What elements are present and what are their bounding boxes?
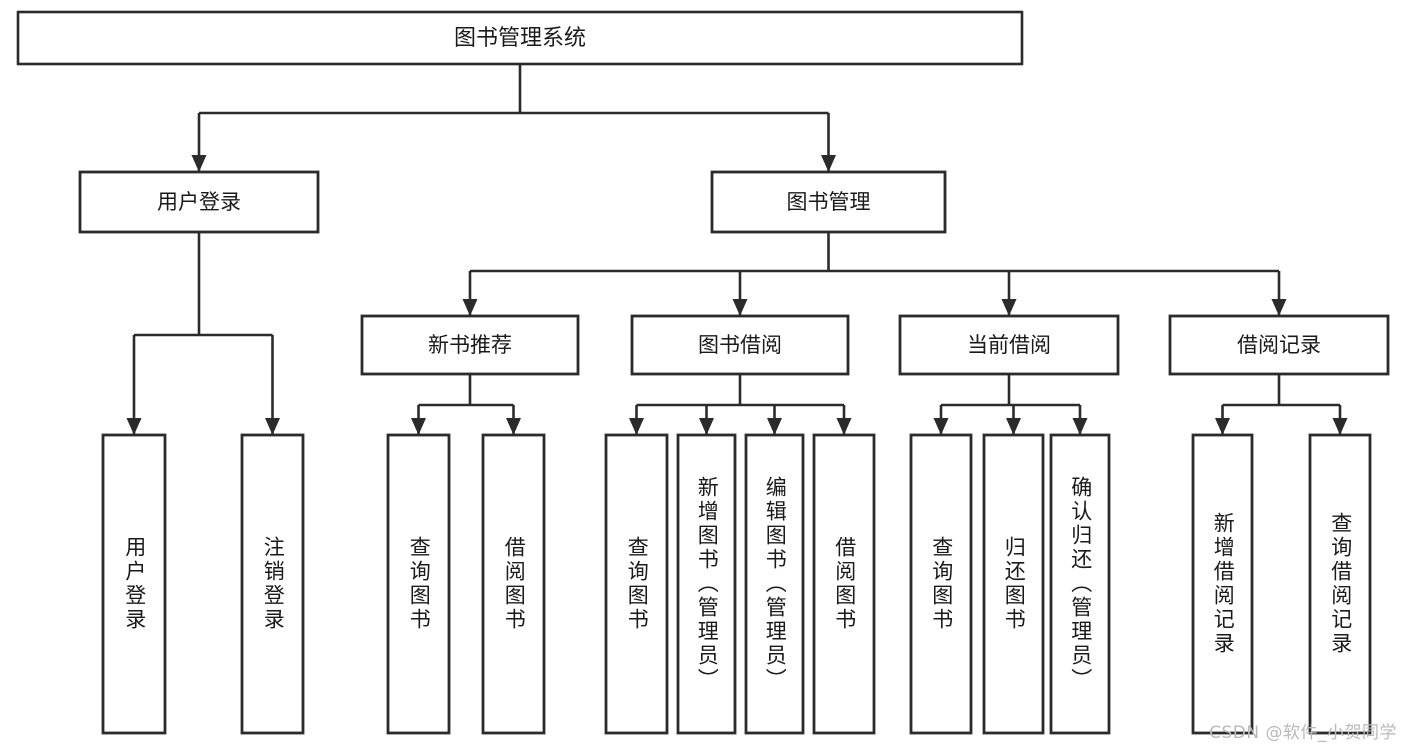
arrow-head-icon	[629, 418, 644, 435]
node-box-leaf-query-book-current[interactable]	[909, 433, 973, 735]
node-leaf-query-book-current[interactable]	[909, 433, 973, 735]
node-leaf-query-borrow-record[interactable]	[1308, 433, 1372, 735]
node-box-leaf-confirm-return-admin[interactable]	[1049, 433, 1111, 735]
node-box-leaf-query-borrow-record[interactable]	[1308, 433, 1372, 735]
node-box-new-book-recommend[interactable]	[360, 314, 580, 376]
node-label-book-manage: 图书管理	[787, 190, 871, 214]
node-book-manage[interactable]: 图书管理	[710, 170, 947, 234]
arrow-head-icon	[767, 418, 782, 435]
node-borrow-record[interactable]: 借阅记录	[1168, 314, 1390, 376]
arrow-head-icon	[1006, 418, 1021, 435]
arrow-head-icon	[1271, 299, 1287, 316]
node-box-leaf-edit-book-admin[interactable]	[744, 433, 805, 735]
node-leaf-return-book[interactable]	[982, 433, 1045, 735]
node-leaf-add-book-admin[interactable]	[676, 433, 737, 735]
arrow-head-icon	[191, 155, 207, 172]
node-leaf-user-login[interactable]	[101, 433, 167, 735]
node-leaf-confirm-return-admin[interactable]	[1049, 433, 1111, 735]
arrow-head-icon	[732, 299, 748, 316]
arrow-head-icon	[1072, 418, 1088, 435]
node-box-current-borrow[interactable]	[898, 314, 1120, 376]
node-label-new-book-recommend: 新书推荐	[428, 333, 512, 357]
node-box-user-login[interactable]	[78, 170, 320, 234]
node-box-root[interactable]	[16, 10, 1024, 66]
node-box-leaf-add-borrow-record[interactable]	[1191, 433, 1254, 735]
arrow-head-icon	[265, 418, 280, 435]
node-book-borrow[interactable]: 图书借阅	[630, 314, 850, 376]
watermark-text: CSDN @软件_小贺同学	[1209, 723, 1397, 743]
node-box-leaf-logout[interactable]	[240, 433, 305, 735]
node-leaf-add-borrow-record[interactable]	[1191, 433, 1254, 735]
node-leaf-borrow-book[interactable]	[812, 433, 876, 735]
arrow-head-icon	[1215, 418, 1230, 435]
node-box-leaf-add-book-admin[interactable]	[676, 433, 737, 735]
node-box-leaf-query-book-borrow[interactable]	[604, 433, 669, 735]
arrow-head-icon	[821, 155, 836, 172]
node-box-book-manage[interactable]	[710, 170, 947, 234]
node-box-borrow-record[interactable]	[1168, 314, 1390, 376]
node-label-book-borrow: 图书借阅	[698, 333, 782, 357]
node-current-borrow[interactable]: 当前借阅	[898, 314, 1120, 376]
node-leaf-edit-book-admin[interactable]	[744, 433, 805, 735]
node-root[interactable]: 图书管理系统	[16, 10, 1024, 66]
connector-layer	[126, 64, 1348, 435]
node-box-leaf-borrow-book-rec[interactable]	[481, 433, 546, 735]
node-leaf-query-book-borrow[interactable]	[604, 433, 669, 735]
arrow-head-icon	[1332, 418, 1348, 435]
arrow-head-icon	[462, 299, 478, 316]
node-box-leaf-return-book[interactable]	[982, 433, 1045, 735]
node-label-borrow-record: 借阅记录	[1237, 333, 1321, 357]
node-box-leaf-user-login[interactable]	[101, 433, 167, 735]
node-leaf-borrow-book-rec[interactable]	[481, 433, 546, 735]
arrow-head-icon	[411, 418, 426, 435]
node-leaf-logout[interactable]	[240, 433, 305, 735]
arrow-head-icon	[126, 418, 142, 435]
arrow-head-icon	[506, 418, 521, 435]
arrow-head-icon	[1001, 299, 1017, 316]
arrow-head-icon	[933, 418, 949, 435]
arrow-head-icon	[699, 418, 714, 435]
node-user-login[interactable]: 用户登录	[78, 170, 320, 234]
node-box-leaf-borrow-book[interactable]	[812, 433, 876, 735]
node-box-book-borrow[interactable]	[630, 314, 850, 376]
node-label-root: 图书管理系统	[454, 26, 586, 51]
node-label-current-borrow: 当前借阅	[967, 333, 1051, 357]
arrow-head-icon	[836, 418, 852, 435]
node-leaf-query-book-rec[interactable]	[386, 433, 451, 735]
node-label-user-login: 用户登录	[157, 190, 241, 214]
node-box-leaf-query-book-rec[interactable]	[386, 433, 451, 735]
node-new-book-recommend[interactable]: 新书推荐	[360, 314, 580, 376]
